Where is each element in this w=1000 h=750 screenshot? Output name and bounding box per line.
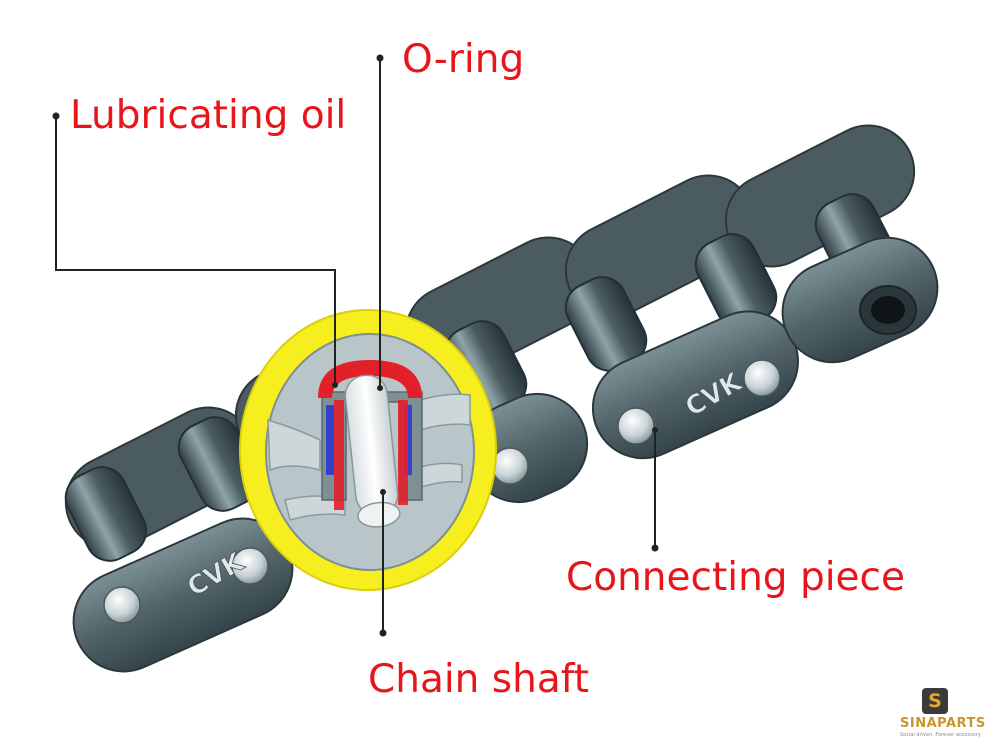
- cutaway-section: [239, 309, 497, 591]
- leader-lines: [55, 58, 656, 633]
- brand-name: SINAPARTS: [900, 716, 986, 731]
- chain: CVK CVK: [64, 124, 939, 673]
- oil-right-gap: [398, 400, 408, 505]
- label-o-ring: O-ring: [402, 37, 525, 82]
- label-chain-shaft: Chain shaft: [368, 657, 590, 702]
- brand-tagline: Social driven. Forever accessory: [900, 732, 981, 738]
- label-lubricating-oil: Lubricating oil: [70, 93, 347, 138]
- leader-lubricating-oil: [55, 116, 336, 385]
- oil-left-gap: [334, 400, 344, 510]
- lubricating-oil-band: [318, 360, 422, 398]
- o-ring-left: [326, 405, 334, 475]
- leader-dots: [52, 54, 659, 637]
- chain-shaft: [344, 374, 401, 528]
- pins: [103, 359, 781, 624]
- brand-watermark: S SINAPARTS Social driven. Forever acces…: [878, 688, 996, 744]
- label-connecting-piece: Connecting piece: [566, 555, 905, 600]
- end-hole: [859, 285, 917, 335]
- rollers: [64, 193, 898, 562]
- brand-logo-icon: S: [922, 688, 948, 714]
